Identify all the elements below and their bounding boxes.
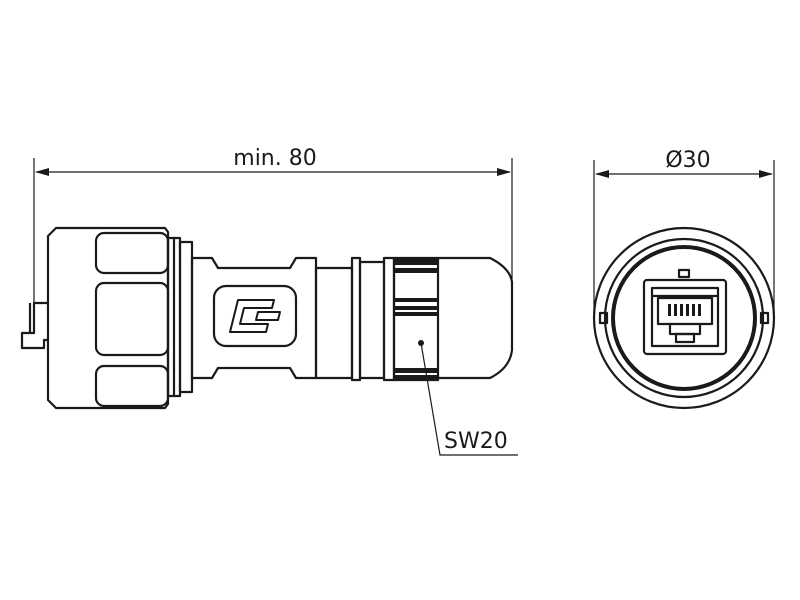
grip-rib-bottom [94, 364, 170, 408]
wrench-nut [392, 256, 440, 382]
diameter-dimension-label: Ø30 [665, 148, 710, 173]
outer-ring [592, 226, 776, 410]
front-nose [438, 256, 514, 380]
side-view: min. 80 [20, 146, 518, 456]
socket-contacts [668, 304, 701, 316]
rj45-socket [642, 278, 728, 356]
rear-cap [46, 226, 170, 410]
length-dimension-label: min. 80 [233, 146, 316, 171]
logo-panel [212, 284, 298, 348]
length-dimension: min. 80 [33, 146, 513, 330]
main-housing [190, 256, 318, 380]
latch-tab [20, 301, 48, 350]
connector-brand-logo [229, 299, 281, 333]
grip-rib-middle [94, 281, 170, 357]
wrench-size-callout: SW20 [420, 342, 518, 456]
notch-left [598, 311, 609, 325]
middle-ring [603, 237, 765, 399]
grip-rib-top [94, 231, 170, 275]
collar [166, 236, 194, 398]
inner-ring [611, 245, 757, 391]
diameter-dimension: Ø30 [593, 148, 775, 318]
notch-right [759, 311, 770, 325]
neck [314, 256, 396, 382]
notch-top [677, 268, 691, 279]
wrench-size-label: SW20 [444, 429, 508, 454]
front-view: Ø30 [592, 148, 776, 410]
